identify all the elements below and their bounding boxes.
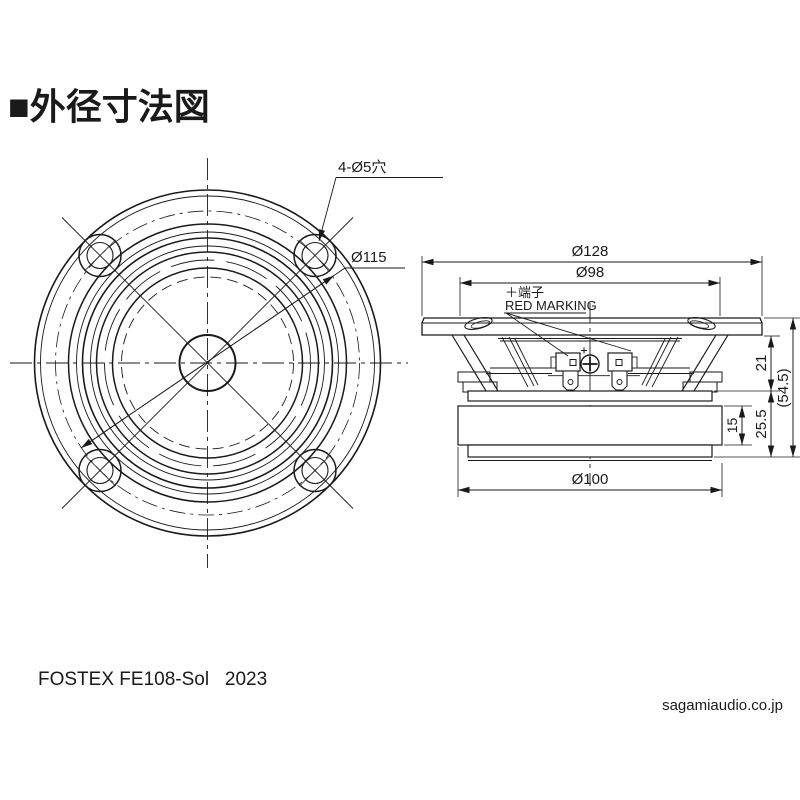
front-circles xyxy=(33,189,382,537)
terminal-tab-left xyxy=(562,370,579,391)
front-view: 4-Ø5穴 Ø115 xyxy=(10,158,443,568)
holes-callout: 4-Ø5穴 xyxy=(318,159,443,242)
dim-15-label: 15 xyxy=(724,418,740,434)
magnet-assembly xyxy=(457,390,723,461)
dim-flange-diameter: Ø128 xyxy=(421,243,763,316)
dim-depths: 21 25.5 (54.5) 15 xyxy=(714,317,800,458)
dim-25-5-label: 25.5 xyxy=(753,409,770,438)
flange-hole-right xyxy=(687,317,716,330)
basket-profile xyxy=(451,334,729,393)
bottom-plate xyxy=(467,444,713,458)
dim-54-5-label: (54.5) xyxy=(775,368,792,407)
top-plate xyxy=(467,390,713,402)
model-label: FOSTEX FE108-Sol 2023 xyxy=(38,669,267,690)
cutout-dia-label: Ø98 xyxy=(576,264,604,281)
dim-cutout-diameter: Ø98 xyxy=(459,264,721,316)
flange-hole-left xyxy=(464,317,493,330)
dim-magnet-diameter: Ø100 xyxy=(457,447,723,497)
dim-21-label: 21 xyxy=(753,355,770,372)
terminal-label: ＋端子 xyxy=(505,285,544,300)
dust-cap xyxy=(178,334,237,392)
front-diagonal-trbl xyxy=(61,217,354,509)
magnet xyxy=(457,405,723,446)
side-view: ＋端子 RED MARKING Ø128 Ø98 xyxy=(421,243,800,497)
terminal-lug-right xyxy=(607,352,633,372)
terminal-callout: ＋端子 RED MARKING xyxy=(504,285,632,357)
flange-dia-label: Ø128 xyxy=(572,243,609,260)
magnet-dia-label: Ø100 xyxy=(572,471,609,488)
red-marking-label: RED MARKING xyxy=(505,298,597,313)
bolt-circle-dimension: Ø115 xyxy=(80,249,405,449)
flange-profile xyxy=(421,317,763,336)
holes-label: 4-Ø5穴 xyxy=(338,159,386,176)
terminal-assembly xyxy=(548,347,640,391)
site-label: sagamiaudio.co.jp xyxy=(662,697,783,714)
terminal-tab-right xyxy=(611,370,628,391)
page-title: ■外径寸法図 xyxy=(8,86,210,127)
mounting-holes xyxy=(78,233,337,493)
bolt-circle xyxy=(55,210,360,516)
bolt-circle-label: Ø115 xyxy=(351,249,387,266)
